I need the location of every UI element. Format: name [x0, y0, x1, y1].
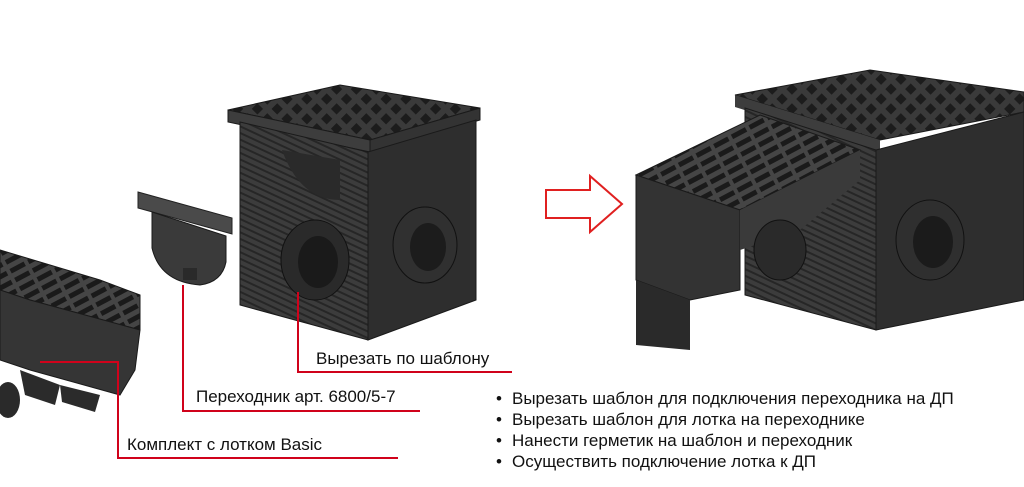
instruction-list: Вырезать шаблон для подключения переходн…: [490, 388, 954, 472]
leader-line-kit: [40, 361, 398, 459]
rain-inlet-box-center: [227, 84, 481, 341]
channel-kit-left: [0, 249, 141, 418]
instruction-step: Нанести герметик на шаблон и переходник: [490, 430, 954, 451]
right-arrow-icon: [545, 173, 624, 235]
assembled-view-right: [634, 69, 1024, 350]
label-kit: Комплект с лотком Basic: [127, 435, 323, 454]
instruction-step: Вырезать шаблон для лотка на переходнике: [490, 409, 954, 430]
label-cut-template: Вырезать по шаблону: [316, 349, 490, 368]
adapter-piece: [137, 191, 233, 286]
instruction-step: Вырезать шаблон для подключения переходн…: [490, 388, 954, 409]
label-adapter: Переходник арт. 6800/5-7: [196, 387, 396, 406]
instruction-step: Осуществить подключение лотка к ДП: [490, 451, 954, 472]
leader-line-cut-template: [297, 292, 512, 373]
leader-line-adapter: [182, 285, 420, 412]
